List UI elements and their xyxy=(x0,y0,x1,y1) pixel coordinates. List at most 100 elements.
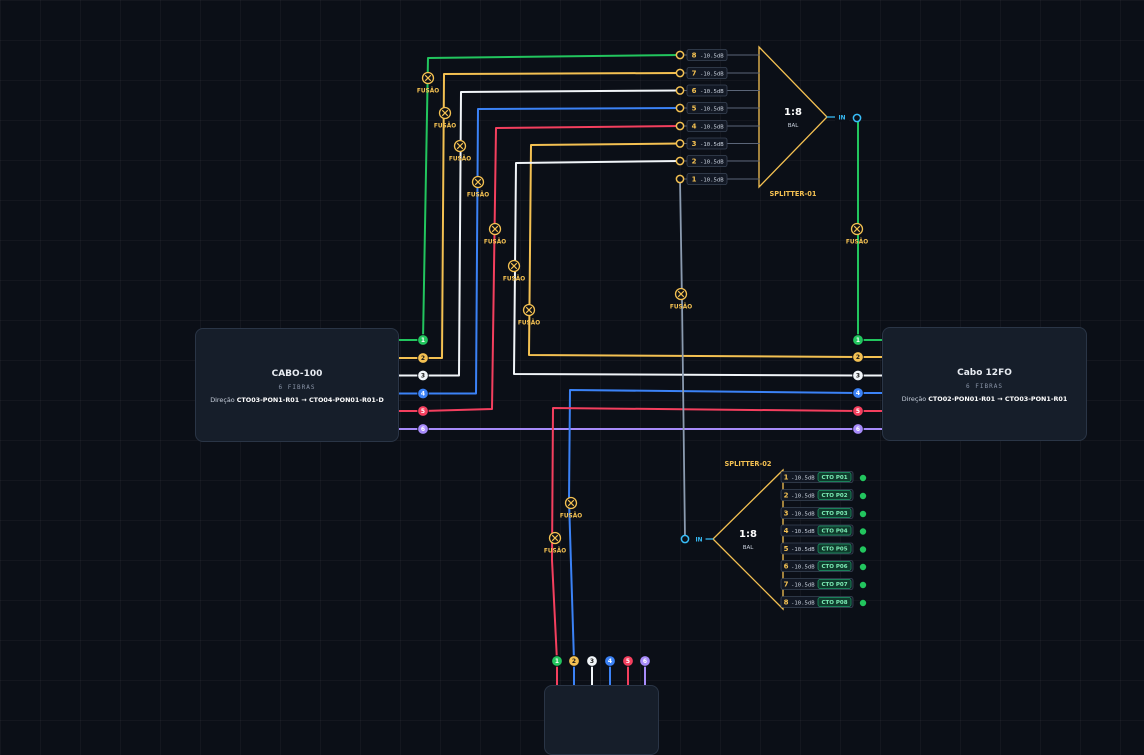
cabo100-fiber-port xyxy=(417,352,429,364)
cabo12fo-fiber-port xyxy=(852,405,864,417)
splitter-01-name: SPLITTER-01 xyxy=(770,190,817,198)
cabo100-fiber-port-number: 6 xyxy=(421,426,425,433)
splitter-02-port-loss: -10.5dB xyxy=(791,493,815,499)
cabo12fo-fiber-port-number: 2 xyxy=(856,354,860,361)
cable-card-cabo-100[interactable]: CABO-100 6 FIBRAS Direção CTO03-PON1-R01… xyxy=(195,328,399,442)
splitter-01-port-dot xyxy=(675,86,685,95)
cabo12fo-fiber-port-number: 1 xyxy=(856,337,860,344)
splitter-02-in-port xyxy=(680,534,690,544)
splitter-02-port-loss: -10.5dB xyxy=(791,600,815,606)
splitter-02-port-loss: -10.5dB xyxy=(791,564,815,570)
splitter-01-in-tag xyxy=(835,112,849,122)
splitter-01-port-number: 6 xyxy=(692,87,697,95)
client-badge-label: CTO P04 xyxy=(821,529,847,535)
client-status-dot xyxy=(859,473,868,482)
bottom-cable-fiber-port-number: 1 xyxy=(555,658,559,665)
splitter-01-type: BAL xyxy=(788,123,800,129)
client-badge-label: CTO P08 xyxy=(821,600,847,606)
bottom-cable-fiber-port xyxy=(586,655,598,667)
cable-fiber-count: 6 FIBRAS xyxy=(278,384,316,391)
cable-fiber-count: 6 FIBRAS xyxy=(966,383,1003,390)
client-badge xyxy=(817,543,852,554)
bottom-cable-fiber-port xyxy=(568,655,580,667)
cable-card-bottom[interactable] xyxy=(544,685,659,755)
splitter-01-port-number: 2 xyxy=(692,158,697,166)
splitter-02-port-number: 5 xyxy=(784,545,789,553)
cabo100-fiber-port-number: 2 xyxy=(421,355,425,362)
splitter-01-triangle xyxy=(758,45,828,189)
client-badge-label: CTO P05 xyxy=(821,547,847,553)
splice-diagram-canvas: FUSÃOFUSÃOFUSÃOFUSÃOFUSÃOFUSÃOFUSÃOFUSÃO… xyxy=(398,45,883,687)
client-badge-label: CTO P03 xyxy=(821,511,847,517)
cabo100-fiber-port xyxy=(417,334,429,346)
cable-direction: Direção CTO03-PON1-R01 → CTO04-PON01-R01… xyxy=(196,396,398,404)
splitter-01-port-number: 3 xyxy=(692,140,697,148)
client-badge xyxy=(817,597,852,607)
bottom-cable-fiber-port-number: 4 xyxy=(608,658,612,665)
fiber-route-s1-port2 xyxy=(513,160,883,377)
bottom-cable-fiber-port-number: 6 xyxy=(643,658,647,665)
cable-direction: Direção CTO02-PON01-R01 → CTO03-PON1-R01 xyxy=(883,395,1086,403)
splitter-01-port-dot xyxy=(675,174,685,184)
splice-x-icon xyxy=(441,109,449,117)
splice-x-icon xyxy=(491,225,499,233)
client-badge xyxy=(817,472,852,482)
cabo12fo-fiber-port xyxy=(852,423,864,435)
cabo100-fiber-port-number: 5 xyxy=(421,408,425,415)
splitter-01-port-loss: -10.5dB xyxy=(700,71,724,77)
client-status-dot xyxy=(859,563,868,572)
splice-x-icon xyxy=(525,306,533,314)
splitter-01-port-dot xyxy=(675,139,685,148)
client-status-dot xyxy=(859,581,868,590)
splice-label: FUSÃO xyxy=(560,513,582,520)
cabo12fo-fiber-port xyxy=(852,369,864,382)
splitter-02-ratio: 1:8 xyxy=(739,529,757,540)
splitter-01-port-dot xyxy=(675,103,685,113)
bottom-cable-fiber-port-number: 3 xyxy=(590,658,594,665)
splitter-01-port-loss: -10.5dB xyxy=(700,177,724,183)
client-badge-label: CTO P07 xyxy=(821,582,847,588)
cabo100-fiber-port xyxy=(417,405,429,417)
splitter-02-port-number: 3 xyxy=(784,510,789,518)
cable-direction-route: CTO02-PON01-R01 → CTO03-PON1-R01 xyxy=(928,395,1068,403)
cabo12fo-fiber-port-number: 4 xyxy=(856,390,860,397)
splitter-01-port-loss: -10.5dB xyxy=(700,106,724,112)
cable-name: Cabo 12FO xyxy=(957,368,1012,378)
splice-label: FUSÃO xyxy=(503,276,525,283)
cabo12fo-fiber-port-number: 5 xyxy=(856,408,860,415)
cabo100-fiber-port xyxy=(417,369,429,382)
client-badge-label: CTO P06 xyxy=(821,564,847,570)
splitter-02-port-loss: -10.5dB xyxy=(791,511,815,517)
cable-card-cabo-12fo[interactable]: Cabo 12FO 6 FIBRAS Direção CTO02-PON01-R… xyxy=(882,327,1087,441)
splice-x-icon xyxy=(853,225,861,233)
cabo100-fiber-port xyxy=(417,387,429,400)
cabo100-fiber-port xyxy=(417,423,429,435)
splitter-01-port-number: 8 xyxy=(692,52,697,60)
splice-label: FUSÃO xyxy=(544,548,566,555)
splitter-01-port-tag xyxy=(686,84,728,97)
bottom-cable-fiber-port xyxy=(604,655,616,667)
cable-direction-prefix: Direção xyxy=(210,396,237,404)
splitter-02-in-label: IN xyxy=(695,538,702,544)
splitter-02-port-number: 7 xyxy=(784,581,789,589)
splitter-01-port-loss: -10.5dB xyxy=(700,53,724,59)
splice-x-icon xyxy=(456,142,464,150)
cabo12fo-fiber-port xyxy=(852,334,864,346)
splice-label: FUSÃO xyxy=(417,88,439,95)
bottom-cable-fiber-port xyxy=(639,655,651,667)
client-status-dot xyxy=(859,599,868,608)
fiber-route-s1-to-s2 xyxy=(679,178,686,540)
splitter-02-port-loss: -10.5dB xyxy=(791,547,815,553)
splitter-02-triangle xyxy=(712,468,784,611)
splitter-01-port-tag xyxy=(686,49,728,61)
splice-x-icon xyxy=(510,262,518,270)
splitter-01-port-number: 5 xyxy=(692,105,697,113)
client-badge xyxy=(817,561,852,571)
client-status-dot xyxy=(859,491,868,500)
splitter-01-port-loss: -10.5dB xyxy=(700,89,724,95)
splitter-02-port-number: 4 xyxy=(784,527,789,535)
splitter-01-port-loss: -10.5dB xyxy=(700,142,724,148)
client-badge xyxy=(817,579,852,589)
cabo12fo-fiber-port xyxy=(852,351,864,363)
client-status-dot xyxy=(859,509,868,518)
